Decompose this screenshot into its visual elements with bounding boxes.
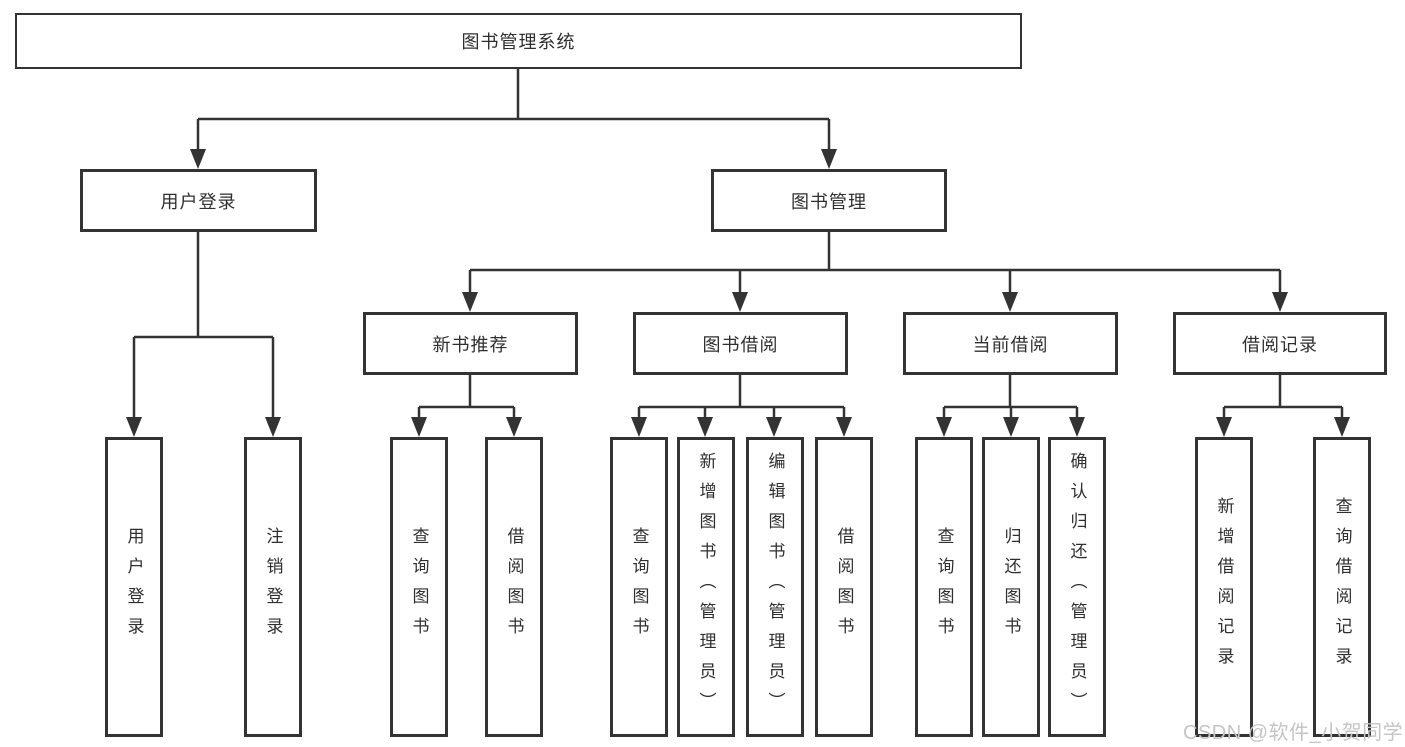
node-book-management-label: 图书管理: [791, 191, 867, 212]
node-borrow-record: 借阅记录: [1173, 312, 1387, 375]
leaf-current-return-book-label: 归还图书: [1001, 527, 1021, 647]
node-new-book-recommend: 新书推荐: [363, 312, 578, 375]
leaf-user-login: 用户登录: [105, 437, 163, 737]
leaf-borrow-edit-book: 编辑图书（管理员）: [746, 437, 804, 737]
node-root-label: 图书管理系统: [461, 32, 576, 52]
leaf-borrow-add-book: 新增图书（管理员）: [677, 437, 735, 737]
leaf-record-query-record: 查询借阅记录: [1313, 437, 1371, 737]
connector-currentborrow-to-leaves: [936, 375, 1085, 437]
connector-newbookrec-to-leaves: [411, 375, 522, 437]
leaf-borrow-borrow-book-label: 借阅图书: [834, 527, 854, 647]
node-user-login-label: 用户登录: [160, 191, 237, 212]
leaf-borrow-query-book: 查询图书: [610, 437, 668, 737]
leaf-recommend-query-book: 查询图书: [390, 437, 448, 737]
node-book-borrow-label: 图书借阅: [702, 334, 779, 355]
leaf-current-query-book-label: 查询图书: [934, 527, 954, 647]
leaf-record-add-record-label: 新增借阅记录: [1214, 497, 1234, 677]
connector-bookmgmt-to-level2: [462, 232, 1288, 312]
node-root: 图书管理系统: [15, 13, 1022, 69]
leaf-recommend-query-book-label: 查询图书: [409, 527, 429, 647]
leaf-record-query-record-label: 查询借阅记录: [1332, 497, 1352, 677]
leaf-recommend-borrow-book-label: 借阅图书: [504, 527, 524, 647]
connector-bookborrow-to-leaves: [631, 375, 852, 437]
leaf-borrow-edit-book-label: 编辑图书（管理员）: [765, 452, 785, 722]
csdn-watermark: CSDN @软件_小贺同学: [1183, 722, 1404, 744]
leaf-current-return-book: 归还图书: [982, 437, 1040, 737]
leaf-logout: 注销登录: [244, 437, 302, 737]
leaf-recommend-borrow-book: 借阅图书: [485, 437, 543, 737]
leaf-logout-label: 注销登录: [263, 527, 283, 647]
node-borrow-record-label: 借阅记录: [1242, 334, 1318, 355]
node-book-borrow: 图书借阅: [633, 312, 848, 375]
node-user-login: 用户登录: [80, 169, 317, 232]
leaf-borrow-add-book-label: 新增图书（管理员）: [696, 452, 716, 722]
connector-borrowrecord-to-leaves: [1216, 375, 1350, 437]
node-book-management: 图书管理: [711, 169, 947, 232]
node-new-book-recommend-label: 新书推荐: [432, 334, 509, 355]
leaf-current-confirm-return: 确认归还（管理员）: [1048, 437, 1106, 737]
node-current-borrow-label: 当前借阅: [972, 334, 1049, 355]
connector-userlogin-to-leaves: [126, 232, 281, 437]
leaf-current-confirm-return-label: 确认归还（管理员）: [1067, 452, 1087, 722]
leaf-user-login-label: 用户登录: [124, 527, 144, 647]
leaf-borrow-borrow-book: 借阅图书: [815, 437, 873, 737]
connector-root-to-level1: [190, 69, 837, 169]
node-current-borrow: 当前借阅: [903, 312, 1118, 375]
leaf-borrow-query-book-label: 查询图书: [629, 527, 649, 647]
leaf-record-add-record: 新增借阅记录: [1195, 437, 1253, 737]
leaf-current-query-book: 查询图书: [915, 437, 973, 737]
